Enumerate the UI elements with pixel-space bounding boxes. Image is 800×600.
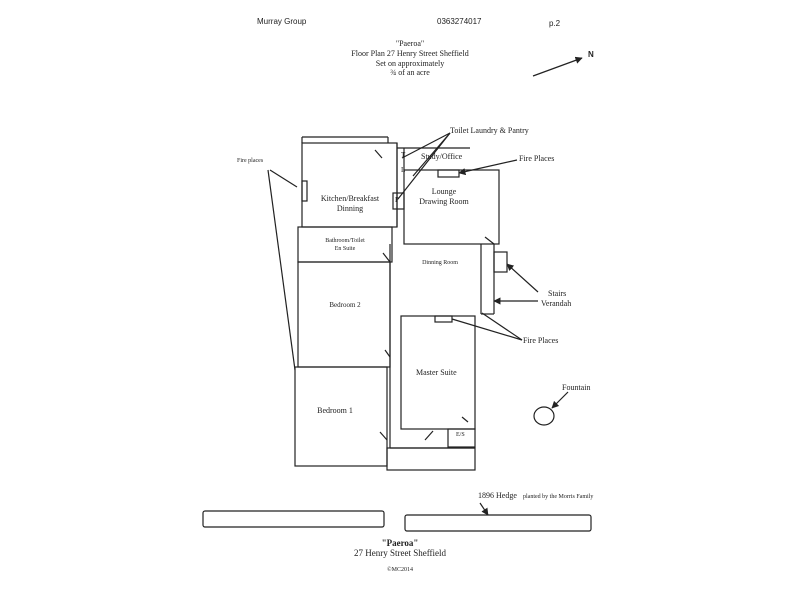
- label-laundry-l: L: [401, 166, 406, 174]
- north-label: N: [588, 50, 594, 59]
- label-lounge-2: Drawing Room: [419, 197, 469, 206]
- label-lounge-1: Lounge: [431, 187, 457, 196]
- bedroom2-outline: [297, 261, 391, 368]
- kitchen-outline: [301, 142, 398, 228]
- leader-fireplace-top: [458, 159, 518, 176]
- annotation-stairs: Stairs: [548, 289, 567, 298]
- label-toilet-t: T: [401, 151, 406, 159]
- label-dining: Dinning Room: [422, 260, 458, 266]
- label-bedroom2: Bedroom 2: [329, 301, 361, 309]
- label-bathroom-2: En Suite: [334, 246, 356, 252]
- leader-fireplaces-bottom-a: [451, 318, 523, 341]
- leader-fountain: [551, 391, 569, 409]
- footer-address: 27 Henry Street Sheffield: [353, 548, 447, 558]
- north-arrow: [532, 56, 583, 77]
- annotation-toilet-laundry-pantry: Toilet Laundry & Pantry: [450, 126, 529, 135]
- label-pantry-p: P: [395, 196, 399, 204]
- header-company: Murray Group: [257, 17, 307, 26]
- label-ensuite: E/S: [456, 432, 465, 438]
- front-path: [386, 447, 476, 471]
- label-study: Study/Office: [421, 152, 463, 161]
- title-line3: ¾ of an acre: [390, 68, 430, 77]
- annotation-fire-places-top: Fire Places: [519, 154, 555, 163]
- annotation-fire-places-bottom: Fire Places: [523, 336, 559, 345]
- bathroom-outline: [297, 226, 393, 263]
- title-name: "Paeroa": [395, 39, 425, 48]
- annotation-hedge-note: planted by the Morris Family: [523, 494, 594, 500]
- leader-fireplaces-left-a: [269, 169, 298, 188]
- title-line1: Floor Plan 27 Henry Street Sheffield: [351, 49, 469, 58]
- label-bathroom-1: Bathroom/Toilet: [325, 238, 365, 244]
- fireplace-master: [434, 315, 453, 323]
- label-kitchen-1: Kitchen/Breakfast: [320, 194, 380, 203]
- leader-toilet-3: [397, 132, 451, 200]
- fountain: [533, 406, 555, 426]
- annotation-hedge-year: 1896 Hedge: [478, 491, 517, 500]
- hedge-right: [404, 514, 592, 532]
- leader-fireplaces-bottom-b: [481, 312, 523, 341]
- leader-fireplaces-left-b: [267, 169, 296, 371]
- leader-toilet-1: [401, 132, 451, 159]
- ensuite-outline: [447, 428, 476, 448]
- leader-hedge: [479, 502, 489, 516]
- annotation-verandah: Verandah: [541, 299, 572, 308]
- footer-copyright: ©MC2014: [387, 567, 413, 573]
- lounge-outline: [403, 169, 500, 245]
- annotation-fountain: Fountain: [562, 383, 591, 392]
- title-line2: Set on approximately: [375, 59, 445, 68]
- label-master: Master Suite: [416, 368, 457, 377]
- header-page: p.2: [549, 19, 561, 28]
- fireplace-kitchen: [301, 180, 308, 202]
- label-bedroom1: Bedroom 1: [317, 406, 353, 415]
- bedroom1-outline: [294, 366, 388, 467]
- header-phone: 0363274017: [437, 17, 482, 26]
- leader-stairs: [506, 263, 539, 293]
- footer-name: "Paeroa": [381, 538, 419, 548]
- hedge-left: [202, 510, 385, 528]
- annotation-fire-places-left: Fire places: [237, 158, 264, 164]
- stairs-box: [493, 251, 508, 273]
- label-kitchen-2: Dinning: [336, 204, 364, 213]
- fireplace-lounge: [437, 169, 460, 178]
